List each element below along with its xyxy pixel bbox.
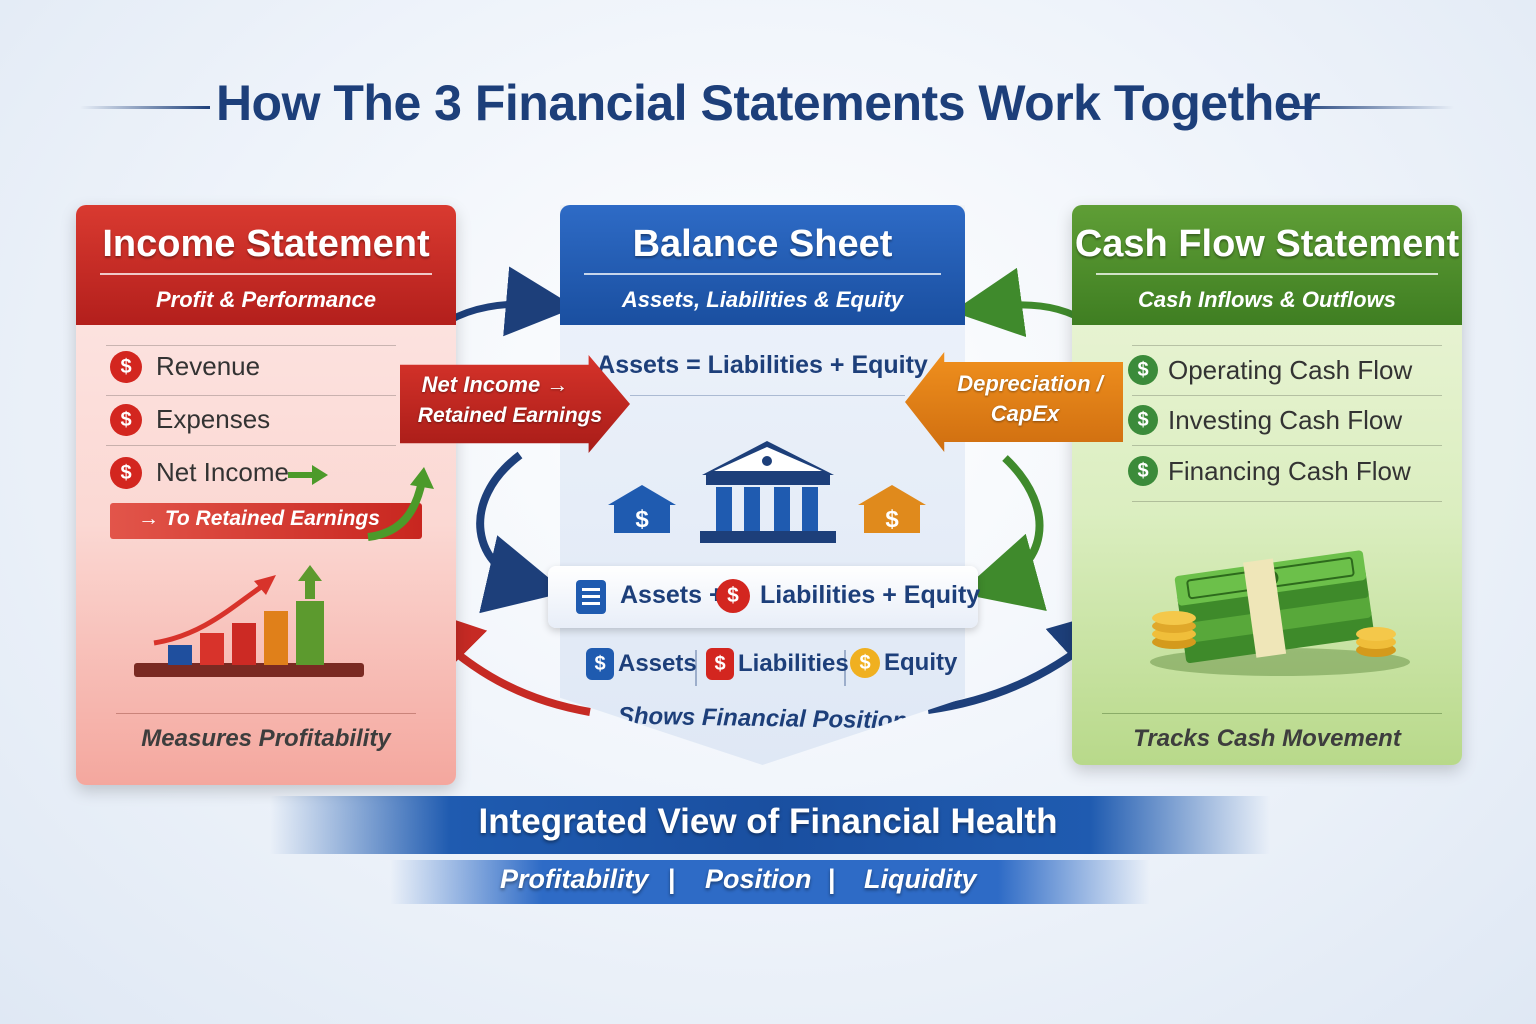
balance-header-divider <box>584 273 941 275</box>
cash-item-label: Financing Cash Flow <box>1168 456 1411 486</box>
money-stack-icon <box>1150 550 1410 676</box>
cash-flow-statement-panel: Cash Flow Statement Cash Inflows & Outfl… <box>1072 205 1462 765</box>
income-item-label: Net Income <box>156 457 289 487</box>
income-sep-1 <box>106 395 396 396</box>
cash-flow-title: Cash Flow Statement <box>1074 223 1460 265</box>
cash-sep-3 <box>1132 501 1442 502</box>
tag-profitability: Profitability <box>500 864 649 894</box>
net-income-link-line2: Retained Earnings <box>417 404 603 427</box>
dollar-coin-icon: $ <box>1128 405 1158 435</box>
balance-equation: Assets = Liabilities + Equity <box>597 351 928 379</box>
balance-equation-box: Assets + $ Liabilities + Equity <box>548 566 981 628</box>
cash-header-divider <box>1096 273 1438 275</box>
tag-liquidity: Liquidity <box>864 864 977 894</box>
svg-text:$: $ <box>885 506 899 533</box>
tag-divider: | <box>828 864 836 894</box>
income-item-label: Revenue <box>156 351 261 381</box>
green-arrow-right-icon <box>288 465 328 485</box>
dollar-coin-icon: $ <box>1128 456 1158 486</box>
banner-band-bottom <box>390 860 1150 904</box>
tag-position: Position <box>705 864 812 894</box>
cash-footer: Tracks Cash Movement <box>1133 725 1401 752</box>
dollar-coin-icon: $ <box>1128 355 1158 385</box>
mini-divider <box>844 650 846 686</box>
dollar-coin-icon: $ <box>110 351 142 383</box>
cash-footer-sep <box>1102 713 1442 714</box>
banner-band-top <box>270 796 1270 854</box>
equation-box-liabilities-equity: Liabilities + Equity <box>760 581 981 609</box>
balance-sheet-panel: Balance Sheet Assets, Liabilities & Equi… <box>560 205 965 765</box>
dollar-coin-icon: $ <box>850 648 880 678</box>
svg-text:$: $ <box>635 506 649 533</box>
income-statement-title: Income Statement <box>102 223 430 265</box>
retained-earnings-note: → To Retained Earnings <box>138 507 380 530</box>
title-left-line <box>80 106 210 109</box>
depreciation-link-line1: Depreciation / <box>957 371 1103 396</box>
mini-assets: $Assets <box>586 648 697 680</box>
arrow-balance-loop-right <box>959 455 1047 611</box>
income-sep-top <box>106 345 396 346</box>
balance-sep <box>630 395 905 396</box>
tag-divider: | <box>668 864 676 894</box>
dollar-box-icon: $ <box>706 648 734 680</box>
title-area: How The 3 Financial Statements Work Toge… <box>0 62 1536 152</box>
bar-chart-growth-icon <box>134 565 364 677</box>
mini-equity-label: Equity <box>884 649 958 676</box>
cash-sep-2 <box>1132 445 1442 446</box>
cash-sep-top <box>1132 345 1442 346</box>
page-title: How The 3 Financial Statements Work Toge… <box>215 75 1321 131</box>
mini-liabilities-label: Liabilities <box>738 650 849 677</box>
dollar-coin-icon: $ <box>716 579 750 613</box>
bank-building-icon: $ $ <box>608 441 926 543</box>
income-footer: Measures Profitability <box>141 725 391 752</box>
cash-item-label: Investing Cash Flow <box>1168 405 1403 435</box>
dollar-shield-icon: $ <box>586 648 614 680</box>
cash-flow-header: Cash Flow Statement Cash Inflows & Outfl… <box>1072 205 1462 325</box>
depreciation-link-line2: CapEx <box>990 401 1060 426</box>
document-icon <box>576 580 606 614</box>
balance-sheet-header: Balance Sheet Assets, Liabilities & Equi… <box>560 205 965 325</box>
mini-assets-label: Assets <box>618 650 697 677</box>
income-statement-subtitle: Profit & Performance <box>155 287 377 312</box>
cash-item-label: Operating Cash Flow <box>1168 355 1413 385</box>
integrated-view-banner: Integrated View of Financial Health Prof… <box>210 790 1326 910</box>
integrated-view-title: Integrated View of Financial Health <box>478 802 1058 841</box>
equation-box-assets: Assets + <box>620 581 724 609</box>
green-growth-arrow-icon <box>367 467 434 541</box>
income-statement-panel: Income Statement Profit & Performance $ … <box>76 205 456 785</box>
title-right-line <box>1294 106 1454 109</box>
balance-sheet-title: Balance Sheet <box>632 223 893 265</box>
dollar-coin-icon: $ <box>110 457 142 489</box>
income-header-divider <box>100 273 432 275</box>
income-statement-header: Income Statement Profit & Performance <box>76 205 456 325</box>
net-income-link-line1: Net Income → <box>421 372 569 397</box>
income-footer-sep <box>116 713 416 714</box>
income-sep-2 <box>106 445 396 446</box>
arrow-balance-loop-left <box>476 451 567 614</box>
depreciation-capex-link-arrow: Depreciation / CapEx <box>905 352 1123 452</box>
mini-equity: $Equity <box>850 648 957 678</box>
net-income-link-arrow: Net Income → Retained Earnings <box>400 355 630 453</box>
cash-flow-subtitle: Cash Inflows & Outflows <box>1138 287 1396 312</box>
dollar-coin-icon: $ <box>110 404 142 436</box>
cash-sep-1 <box>1132 395 1442 396</box>
balance-sheet-subtitle: Assets, Liabilities & Equity <box>621 287 904 312</box>
mini-liabilities: $Liabilities <box>706 648 849 680</box>
retained-earnings-banner: → To Retained Earnings <box>110 503 422 539</box>
mini-divider <box>695 650 697 686</box>
income-item-label: Expenses <box>156 404 271 434</box>
